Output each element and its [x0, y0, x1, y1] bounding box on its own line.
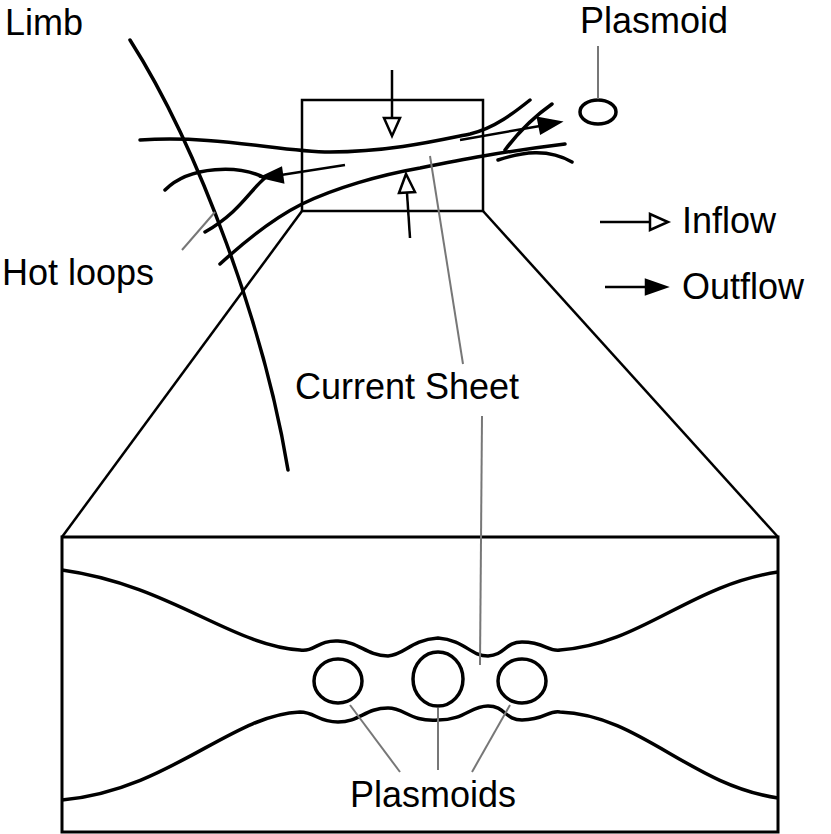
zoom-line [483, 211, 778, 537]
inset-plasmoid [413, 652, 463, 706]
inflow-arrow [391, 70, 394, 118]
outflow-arrow [460, 126, 540, 140]
inflow-head [384, 118, 400, 136]
leader-line [430, 156, 463, 364]
leader-line [182, 212, 215, 250]
hot-loops-label: Hot loops [2, 252, 154, 293]
leader-line [480, 416, 482, 665]
legend-label: Outflow [682, 266, 804, 307]
inset-box [62, 537, 778, 832]
current-sheet-label: Current Sheet [295, 366, 519, 407]
leader-line [472, 705, 510, 772]
outflow-head [262, 168, 283, 182]
hot-loop [165, 169, 265, 232]
legend-inflow-head [650, 214, 668, 230]
legend-outflow-sample [605, 286, 648, 289]
inflow-arrow [407, 193, 410, 238]
inflow-head [399, 174, 415, 193]
field-line-upper [140, 100, 530, 152]
field-line-right [498, 153, 572, 162]
outflow-head [538, 118, 560, 133]
plasmoid-label: Plasmoid [580, 0, 728, 41]
inset-plasmoid [498, 659, 546, 703]
legend-inflow-sample [600, 221, 650, 224]
leader-line [597, 46, 599, 99]
limb-label: Limb [5, 2, 83, 43]
plasmoid-ellipse [580, 100, 616, 124]
inset-sheet-upper [62, 570, 778, 656]
leader-line [437, 708, 439, 770]
legend-outflow-head [646, 280, 666, 294]
outflow-arrow [281, 165, 345, 175]
plasmoids-label: Plasmoids [350, 774, 516, 815]
legend-label: Inflow [682, 200, 776, 241]
leader-line [350, 705, 400, 772]
inset-plasmoid [314, 659, 362, 703]
